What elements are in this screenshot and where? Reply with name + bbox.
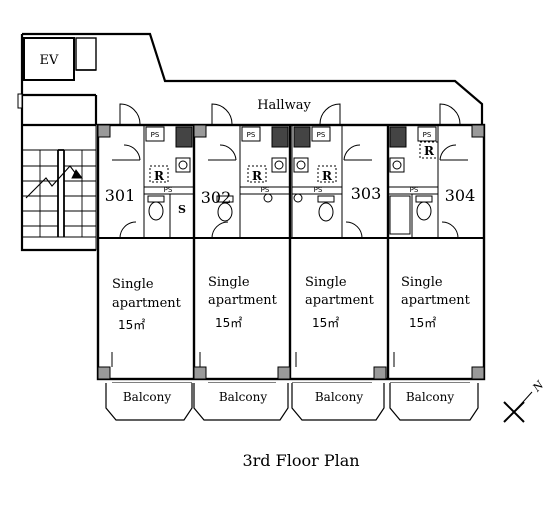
- balconies: [105, 383, 479, 421]
- room-type-line1: Single: [112, 277, 154, 292]
- ps-label: PS: [314, 186, 323, 194]
- compass-icon: [503, 391, 533, 423]
- elevator-label: EV: [40, 53, 59, 68]
- elevator: EV: [23, 37, 97, 81]
- balcony-label: Balcony: [406, 390, 454, 404]
- ps-label: PS: [317, 131, 326, 139]
- ps-label: PS: [410, 186, 419, 194]
- balcony-labels: Balcony Balcony Balcony Balcony: [123, 390, 454, 404]
- room-number-303: 303: [351, 184, 382, 203]
- balcony-label: Balcony: [219, 390, 267, 404]
- refrigerator-label: R: [154, 169, 165, 183]
- room-number-304: 304: [445, 186, 476, 205]
- unit-walls: [96, 123, 486, 381]
- refrigerator-label: R: [252, 169, 263, 183]
- wall-post: [17, 93, 23, 109]
- room-type-line1: Single: [305, 275, 347, 290]
- columns: [97, 124, 485, 380]
- refrigerator-label: R: [322, 169, 333, 183]
- storage-label: S: [178, 203, 186, 216]
- room-area: 15㎡: [312, 316, 339, 330]
- room-type-line1: Single: [401, 275, 443, 290]
- room-area: 15㎡: [215, 316, 242, 330]
- plan-caption: 3rd Floor Plan: [242, 451, 359, 470]
- room-descriptions: Single apartment 15㎡ Single apartment 15…: [112, 275, 471, 332]
- stairs: [21, 124, 97, 251]
- room-type-line2: apartment: [305, 293, 375, 308]
- room-area: 15㎡: [118, 318, 145, 332]
- refrigerator-labels: R R R R: [154, 144, 435, 183]
- room-number-302: 302: [201, 188, 232, 207]
- room-type-line1: Single: [208, 275, 250, 290]
- room-numbers: 301 302 303 304: [105, 184, 476, 207]
- ps-label: PS: [164, 186, 173, 194]
- ps-label: PS: [261, 186, 270, 194]
- room-area: 15㎡: [409, 316, 436, 330]
- fixture-labels: PS PS PS PS PS PS PS PS: [151, 131, 432, 194]
- ps-label: PS: [247, 131, 256, 139]
- hallway-doors: [119, 103, 461, 125]
- room-type-line2: apartment: [208, 293, 278, 308]
- ps-label: PS: [151, 131, 160, 139]
- room-type-line2: apartment: [112, 296, 182, 311]
- interior-fixtures: [111, 124, 468, 367]
- balcony-label: Balcony: [315, 390, 363, 404]
- refrigerator-label: R: [424, 144, 435, 158]
- room-type-line2: apartment: [401, 293, 471, 308]
- balcony-label: Balcony: [123, 390, 171, 404]
- room-number-301: 301: [105, 186, 136, 205]
- hallway-label: Hallway: [257, 98, 311, 113]
- ps-label: PS: [423, 131, 432, 139]
